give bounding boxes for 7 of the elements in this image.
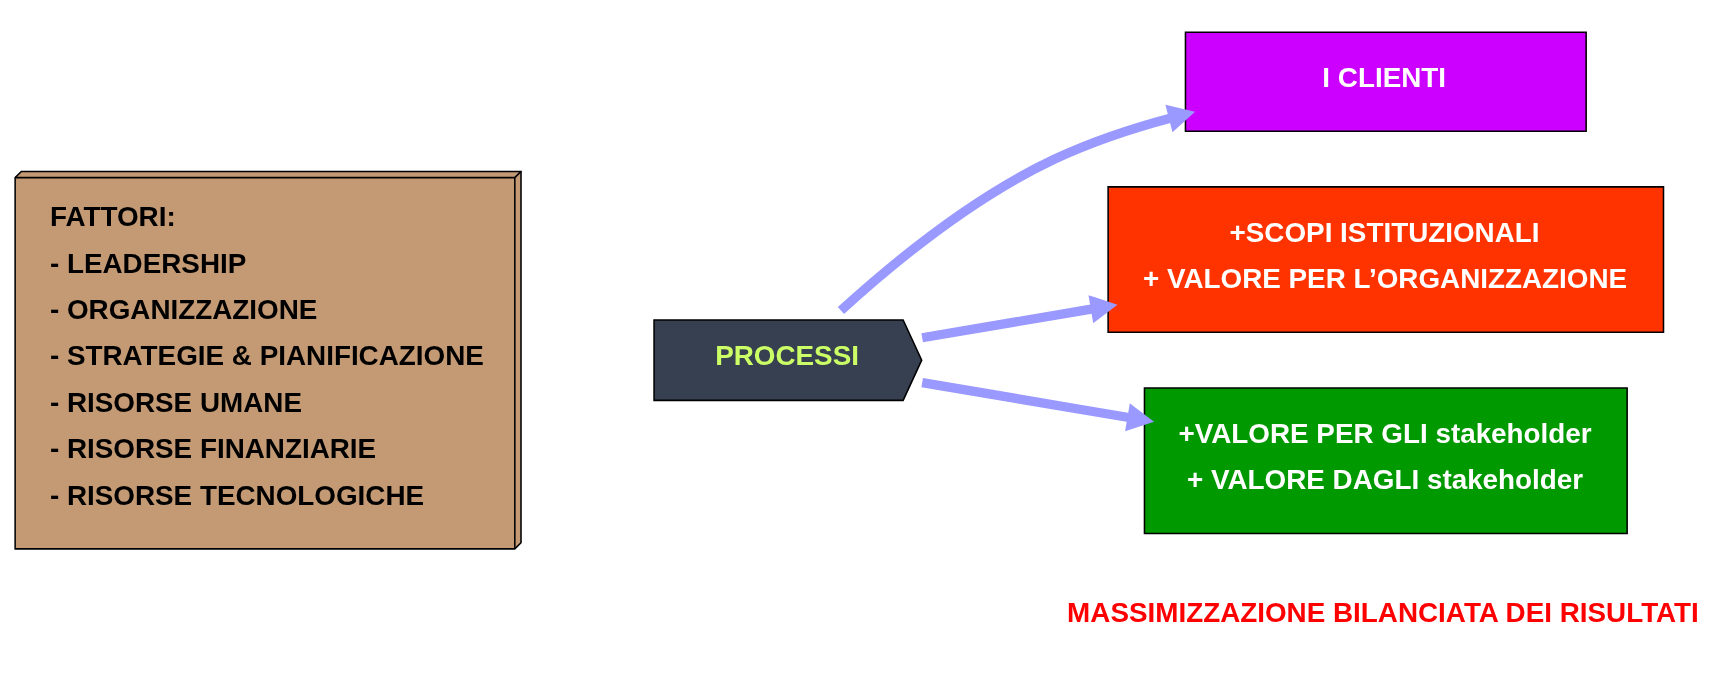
label: MASSIMIZZAZIONE BILANCIATA DEI RISULTATI	[1067, 597, 1699, 629]
node-box: I CLIENTI	[1184, 31, 1587, 132]
arrow	[921, 378, 1155, 432]
arrow	[837, 104, 1196, 314]
node-box: +SCOPI ISTITUZIONALI + VALORE PER L’ORGANIZZAZIONE	[1107, 186, 1665, 334]
node-box: +VALORE PER GLI stakeholder + VALORE DAGLI stakeholder	[1143, 387, 1628, 535]
arrow	[921, 295, 1118, 343]
